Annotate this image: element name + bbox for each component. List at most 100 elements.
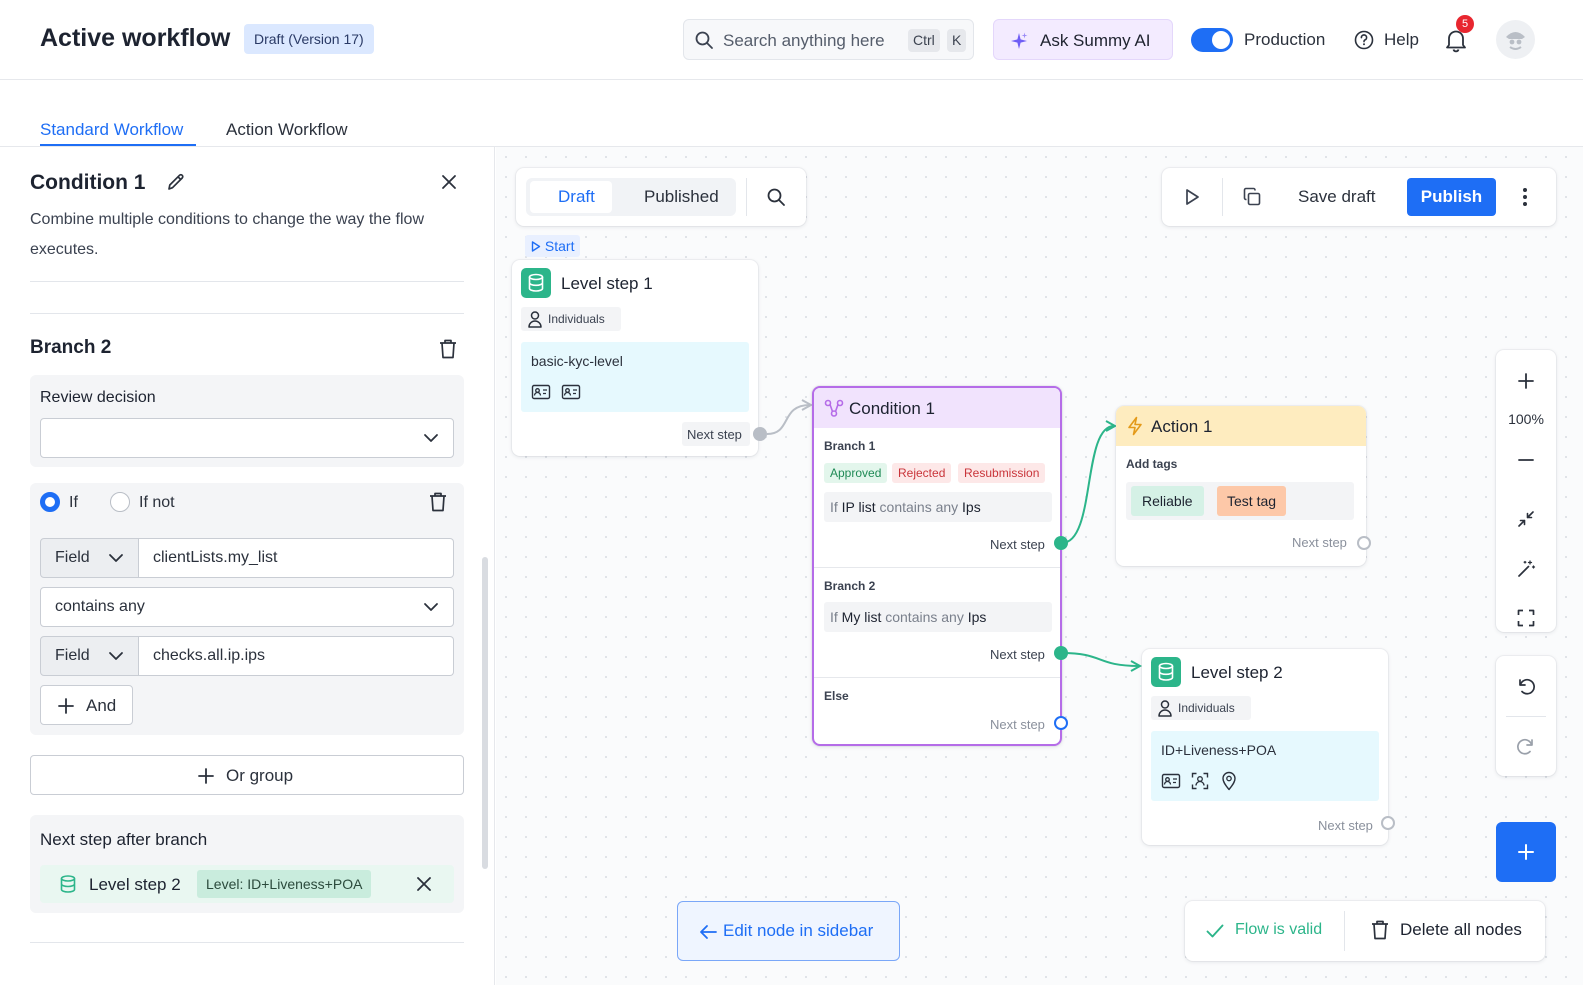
branch-2-rule: If My list contains any Ips bbox=[824, 602, 1052, 632]
review-decision-select[interactable] bbox=[40, 418, 454, 458]
database-icon bbox=[60, 875, 76, 893]
undo-icon[interactable] bbox=[1516, 676, 1536, 696]
else-output-port[interactable] bbox=[1054, 716, 1068, 730]
collapse-icon[interactable] bbox=[1517, 510, 1535, 528]
close-icon[interactable] bbox=[415, 875, 433, 893]
branch-1-next-label: Next step bbox=[990, 537, 1045, 552]
sidebar-scrollbar[interactable] bbox=[482, 557, 488, 869]
left-operand-input[interactable]: clientLists.my_list bbox=[139, 538, 454, 578]
help-icon[interactable] bbox=[1354, 28, 1374, 50]
chevron-down-icon bbox=[108, 651, 124, 661]
pencil-icon[interactable] bbox=[165, 171, 187, 193]
audience-chip: Individuals bbox=[521, 307, 621, 331]
action-1-node[interactable]: Action 1 Add tags Reliable Test tag Next… bbox=[1116, 406, 1366, 566]
next-step-chip[interactable]: Level step 2 Level: ID+Liveness+POA bbox=[40, 865, 454, 903]
bell-icon[interactable] bbox=[1443, 27, 1469, 53]
copy-icon[interactable] bbox=[1242, 187, 1262, 207]
location-pin-icon bbox=[1221, 771, 1237, 791]
branch-1-label: Branch 1 bbox=[824, 439, 876, 453]
left-operand-type-select[interactable]: Field bbox=[40, 538, 139, 578]
zoom-in-icon[interactable] bbox=[1516, 371, 1536, 391]
divider bbox=[1344, 911, 1345, 951]
branch-title: Branch 2 bbox=[30, 337, 112, 358]
next-step-label: Next step bbox=[687, 427, 742, 442]
toggle-knob bbox=[1212, 31, 1230, 49]
production-toggle[interactable] bbox=[1191, 28, 1233, 52]
tab-standard-workflow[interactable]: Standard Workflow bbox=[40, 120, 184, 139]
condition-1-node[interactable]: Condition 1 Branch 1 Approved Rejected R… bbox=[812, 386, 1062, 746]
tabs-divider bbox=[0, 146, 1583, 147]
user-avatar[interactable] bbox=[1496, 20, 1535, 59]
trash-icon[interactable] bbox=[438, 338, 458, 360]
id-card-icon bbox=[1161, 773, 1181, 789]
level-step-2-node[interactable]: Level step 2 Individuals ID+Liveness+POA… bbox=[1142, 649, 1388, 845]
search-input[interactable]: Search anything here Ctrl K bbox=[683, 19, 974, 60]
database-icon bbox=[1151, 657, 1181, 687]
page-title: Active workflow bbox=[40, 24, 231, 52]
if-radio[interactable] bbox=[40, 492, 60, 512]
more-vertical-icon[interactable] bbox=[1522, 187, 1528, 207]
if-label: If bbox=[69, 494, 78, 511]
save-draft-button[interactable]: Save draft bbox=[1298, 187, 1376, 206]
test-tag: Test tag bbox=[1217, 486, 1287, 516]
add-node-button[interactable] bbox=[1496, 822, 1556, 882]
right-operand-value: checks.all.ip.ips bbox=[153, 647, 266, 664]
node-title: Action 1 bbox=[1151, 417, 1213, 436]
output-port[interactable] bbox=[1381, 816, 1395, 830]
branch-2-label: Branch 2 bbox=[824, 579, 876, 593]
avatar-icon bbox=[1504, 29, 1527, 51]
branch-1-output-port[interactable] bbox=[1054, 536, 1068, 550]
branch-2-output-port[interactable] bbox=[1054, 646, 1068, 660]
rule-text: If IP list contains any Ips bbox=[830, 499, 981, 515]
zoom-out-icon[interactable] bbox=[1516, 450, 1536, 470]
person-icon bbox=[1157, 699, 1173, 717]
next-step-label: Next step bbox=[1292, 535, 1347, 550]
right-operand-input[interactable]: checks.all.ip.ips bbox=[139, 636, 454, 676]
operator-value: contains any bbox=[55, 598, 145, 615]
branch-icon bbox=[824, 399, 844, 417]
start-tag: Start bbox=[525, 235, 581, 257]
database-icon bbox=[521, 268, 551, 298]
sidebar-description: Combine multiple conditions to change th… bbox=[30, 211, 424, 258]
tab-action-workflow[interactable]: Action Workflow bbox=[226, 120, 348, 139]
arrow-left-icon bbox=[698, 923, 718, 941]
right-operand-type-select[interactable]: Field bbox=[40, 636, 139, 676]
add-and-button[interactable]: And bbox=[40, 685, 133, 725]
close-icon[interactable] bbox=[439, 172, 459, 192]
redo-icon[interactable] bbox=[1516, 736, 1536, 756]
top-header: Active workflow Draft (Version 17) Searc… bbox=[0, 0, 1583, 80]
rejected-tag: Rejected bbox=[892, 463, 952, 483]
help-link[interactable]: Help bbox=[1384, 30, 1419, 49]
chevron-down-icon bbox=[108, 553, 124, 563]
output-port[interactable] bbox=[1357, 536, 1371, 550]
level-name: ID+Liveness+POA bbox=[1161, 742, 1277, 758]
next-step-level-badge: Level: ID+Liveness+POA bbox=[197, 870, 372, 898]
publish-button[interactable]: Publish bbox=[1407, 178, 1496, 216]
zoom-level: 100% bbox=[1508, 411, 1544, 427]
resubmission-tag: Resubmission bbox=[958, 463, 1046, 483]
add-or-group-button[interactable]: Or group bbox=[30, 755, 464, 795]
published-segment[interactable]: Published bbox=[644, 187, 719, 206]
workflow-canvas[interactable]: Draft Published Save draft Publish Start bbox=[496, 147, 1583, 985]
magic-wand-icon[interactable] bbox=[1516, 559, 1536, 579]
sparkle-icon bbox=[1009, 31, 1029, 51]
divider bbox=[1506, 716, 1546, 717]
ask-ai-button[interactable]: Ask Summy AI bbox=[993, 19, 1173, 60]
edit-node-in-sidebar-button[interactable]: Edit node in sidebar bbox=[677, 901, 900, 961]
operator-select[interactable]: contains any bbox=[40, 587, 454, 627]
output-port[interactable] bbox=[753, 427, 767, 441]
plus-icon bbox=[197, 767, 215, 785]
if-not-radio[interactable] bbox=[110, 492, 130, 512]
node-title: Condition 1 bbox=[849, 399, 936, 418]
condition-header: Condition 1 bbox=[814, 388, 1060, 428]
play-icon[interactable] bbox=[1182, 187, 1202, 207]
level-box: ID+Liveness+POA bbox=[1151, 731, 1379, 801]
notification-count-badge: 5 bbox=[1456, 15, 1474, 33]
search-icon[interactable] bbox=[766, 187, 786, 207]
trash-icon[interactable] bbox=[428, 491, 448, 513]
delete-all-nodes-button[interactable]: Delete all nodes bbox=[1400, 920, 1522, 939]
draft-segment[interactable]: Draft bbox=[558, 187, 595, 206]
reliable-tag: Reliable bbox=[1131, 486, 1204, 516]
level-step-1-node[interactable]: Level step 1 Individuals basic-kyc-level… bbox=[512, 260, 758, 456]
fullscreen-icon[interactable] bbox=[1517, 609, 1535, 627]
